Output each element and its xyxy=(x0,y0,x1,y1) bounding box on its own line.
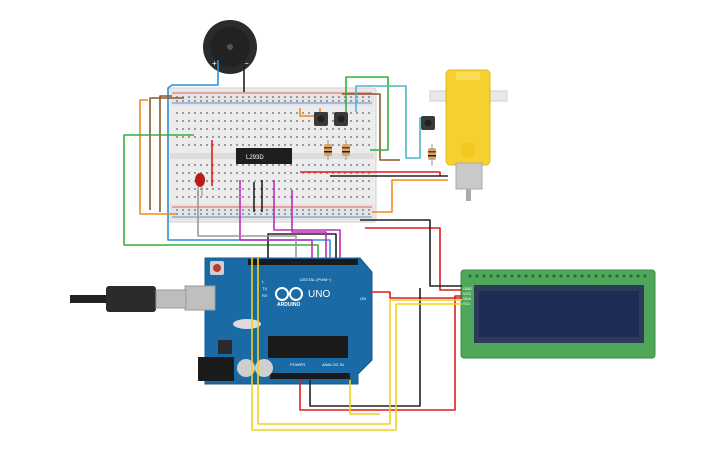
on-led-label: ON xyxy=(360,296,366,301)
l293d-driver-chip[interactable]: L293D xyxy=(236,148,292,164)
wire-brown-top[interactable] xyxy=(149,97,184,210)
resistor-3[interactable] xyxy=(428,144,436,166)
analog-in-label: ANALOG IN xyxy=(322,362,344,367)
arduino-logo-text: ARDUINO xyxy=(277,302,300,308)
push-button-1[interactable] xyxy=(314,112,328,126)
resistor-1[interactable] xyxy=(324,140,332,160)
dc-motor[interactable] xyxy=(429,69,508,201)
wire-green-left[interactable] xyxy=(123,134,319,258)
resistor-2[interactable] xyxy=(342,140,350,160)
buzzer-plus-label: + xyxy=(212,59,217,68)
lcd-pin-label-sda: SDA xyxy=(463,296,472,301)
wires[interactable] xyxy=(123,60,462,431)
push-button-3[interactable] xyxy=(421,116,435,130)
wire-magenta-3[interactable] xyxy=(291,190,327,258)
arduino-uno[interactable]: ARDUINO UNO DIGITAL (PWM~) POWER ANALOG … xyxy=(184,257,373,385)
wire-black-lcd[interactable] xyxy=(360,219,462,287)
usb-cable[interactable] xyxy=(70,286,187,312)
digital-header-label: DIGITAL (PWM~) xyxy=(300,277,332,282)
l-led-label: L xyxy=(262,279,265,284)
piezo-buzzer[interactable]: + − xyxy=(203,20,257,74)
wire-magenta-1[interactable] xyxy=(239,180,313,258)
wire-buzzer-plus[interactable] xyxy=(167,60,331,258)
wire-brown-long[interactable] xyxy=(159,95,172,212)
lcd-pin-label-vcc: VCC xyxy=(463,291,472,296)
wire-gray[interactable] xyxy=(197,190,297,258)
wire-red-board-right[interactable] xyxy=(372,291,462,299)
wire-brown-rail[interactable] xyxy=(139,99,176,215)
wire-magenta-2[interactable] xyxy=(273,180,341,258)
wire-green-top[interactable] xyxy=(345,76,389,151)
wire-brown-right[interactable] xyxy=(342,93,400,161)
arduino-logo-icon xyxy=(275,287,303,301)
wire-red-lcd[interactable] xyxy=(365,227,462,291)
wire-yellow-sda[interactable] xyxy=(251,258,462,431)
lcd-pin-label-scl: SCL xyxy=(463,301,472,306)
wire-red-motor[interactable] xyxy=(300,171,441,176)
wire-orange-right[interactable] xyxy=(372,179,448,213)
lcd-pin-label-gnd: GND xyxy=(463,286,472,291)
wire-teal-top[interactable] xyxy=(355,85,428,159)
tx-label: TX xyxy=(262,286,267,291)
lcd-header-pins xyxy=(468,274,647,278)
rx-label: RX xyxy=(262,293,268,298)
push-button-2[interactable] xyxy=(334,112,348,126)
power-label: POWER xyxy=(290,362,305,367)
wire-black-header[interactable] xyxy=(267,233,337,258)
arduino-model-label: UNO xyxy=(308,289,330,300)
driver-chip-label: L293D xyxy=(246,155,264,161)
led-red[interactable] xyxy=(195,173,205,196)
wire-yellow-scl[interactable] xyxy=(257,258,462,425)
wire-yellow-board[interactable] xyxy=(349,380,380,415)
wire-red-power[interactable] xyxy=(299,295,462,411)
buzzer-minus-label: − xyxy=(244,59,249,68)
wire-black-gnd[interactable] xyxy=(309,288,421,407)
